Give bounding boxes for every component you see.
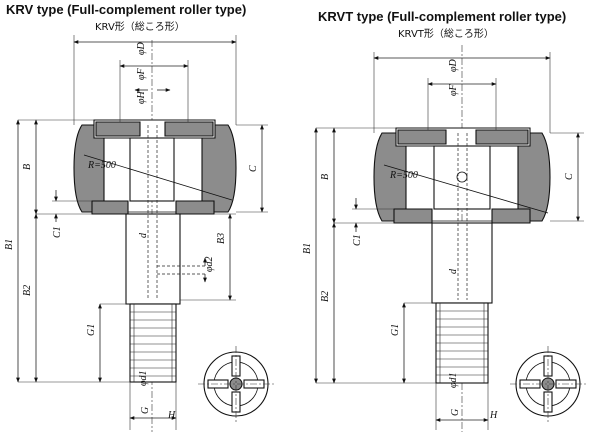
krv-subtitle: KRV形（総ころ形）	[95, 22, 185, 33]
krv-label-phiD: φD	[136, 41, 147, 55]
krv-label-phiF: φF	[136, 67, 147, 80]
krvt-bottom-plate	[393, 208, 433, 224]
krvt-end-view	[510, 346, 586, 422]
krv-label-B1: B1	[4, 239, 15, 250]
krv-label-B2: B2	[22, 285, 33, 296]
krvt-label-G1: G1	[390, 324, 401, 336]
krvt-r-line	[383, 164, 549, 214]
krv-label-H: H	[167, 410, 176, 421]
krvt-label-phid1: φd1	[448, 372, 459, 388]
krv-end-view	[198, 346, 274, 422]
krvt-outer-ring	[373, 132, 551, 222]
krvt-label-phiF: φF	[448, 83, 459, 96]
krvt-stud-head	[433, 145, 491, 210]
krvt-label-H: H	[489, 410, 498, 421]
krv-r-label: R=500	[87, 160, 116, 171]
krvt-drawing: R=500 φD φF B B1 B2 C1 G1 C d φd1	[302, 45, 586, 432]
krv-label-G1: G1	[86, 324, 97, 336]
krvt-r-label: R=500	[389, 170, 418, 181]
krvt-label-B: B	[320, 174, 331, 180]
krv-label-B3: B3	[216, 233, 227, 244]
krvt-label-phiD: φD	[448, 58, 459, 72]
krvt-title: KRVT type (Full-complement roller type)	[318, 9, 567, 24]
krvt-label-B2: B2	[320, 291, 331, 302]
krv-drawing: R=500 φD φF φH B B1 B2 C1 G1	[4, 35, 274, 432]
krvt-label-B1: B1	[302, 243, 313, 254]
krv-title: KRV type (Full-complement roller type)	[6, 2, 247, 17]
krv-r-line	[83, 154, 233, 201]
krv-bottom-plate	[91, 200, 129, 215]
krv-label-G: G	[140, 407, 151, 414]
krv-label-phiH: φH	[136, 90, 147, 104]
krv-stud-shank	[125, 213, 181, 305]
krvt-label-G: G	[450, 409, 461, 416]
krv-label-C1: C1	[52, 226, 63, 238]
krvt-label-C1: C1	[352, 234, 363, 246]
krv-thread	[129, 303, 177, 383]
krv-label-C: C	[248, 165, 259, 172]
krv-label-d: d	[138, 232, 149, 238]
krvt-stud-shank	[431, 222, 493, 304]
krvt-label-C: C	[564, 173, 575, 180]
krv-label-phid1: φd1	[138, 370, 149, 386]
krvt-subtitle: KRVT形（総ころ形）	[398, 29, 494, 40]
krv-label-B: B	[22, 164, 33, 170]
krv-label-phid2: φd2	[204, 256, 215, 272]
krv-stud-head	[129, 137, 175, 202]
krvt-label-d: d	[448, 268, 459, 274]
